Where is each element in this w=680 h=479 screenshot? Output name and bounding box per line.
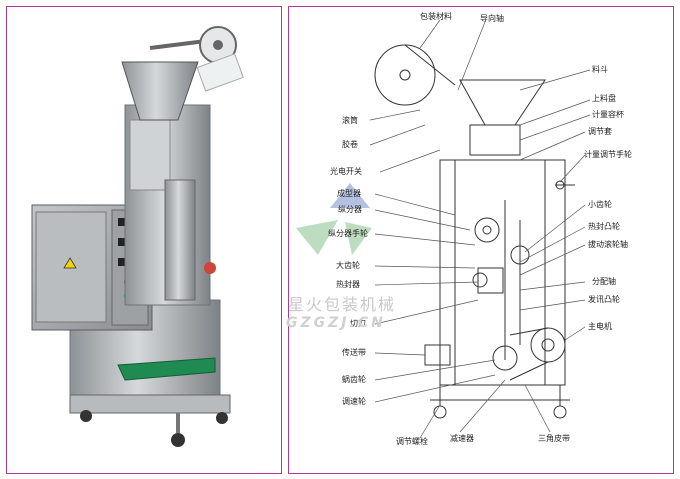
label-upper-measuring-disc: 上料盘 [592,94,616,103]
label-speed-wheel: 调速轮 [342,397,366,406]
label-former: 成型器 [337,189,361,198]
label-drive-roller-shaft: 拔动滚轮轴 [588,240,628,249]
label-photoelectric-switch: 光电开关 [330,167,362,176]
label-conveyor: 传送带 [342,348,366,357]
label-measuring-adjust-handwheel: 计量调节手轮 [584,150,632,159]
label-hopper: 料斗 [592,65,608,74]
label-packing-material: 包装材料 [420,12,452,21]
label-heat-seal-cam: 热封凸轮 [588,222,620,231]
watermark-name: 星火包装机械 [288,295,397,314]
label-cam: 发讯凸轮 [588,295,620,304]
schematic-motor [530,327,566,363]
watermark-logo [296,183,372,255]
schematic-frame [439,159,566,386]
label-worm-gear: 蜗齿轮 [342,375,366,384]
label-cutter: 切刀 [350,319,366,328]
label-paper-reel: 胶卷 [342,140,358,149]
warning-sign [63,257,77,269]
label-guide-shaft: 导向轴 [480,14,504,23]
label-v-belt: 三角皮带 [538,434,570,443]
label-distribution-shaft: 分配轴 [592,277,616,286]
label-roller: 滚筒 [342,116,358,125]
label-bag-former: 纵分器 [338,205,362,214]
conveyor-belt [117,357,216,381]
label-bag-former-handwheel: 纵分器手轮 [328,229,368,238]
film-roll [374,44,436,106]
label-heat-sealer: 热封器 [336,280,360,289]
machine-base [69,394,231,414]
label-adjuster: 调节套 [588,127,612,136]
label-adjust-screw: 调节螺栓 [396,437,428,446]
label-measuring-cup: 计量容杯 [592,110,624,119]
label-reducer: 减速器 [450,434,474,443]
watermark-url: GZGZJ.CN [286,315,386,331]
label-big-gear: 大齿轮 [336,261,360,270]
label-main-motor: 主电机 [588,322,612,331]
label-small-gear: 小齿轮 [588,200,612,209]
hopper [121,61,199,121]
